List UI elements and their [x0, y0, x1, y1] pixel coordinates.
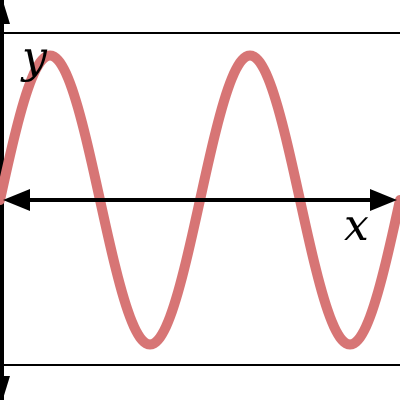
- x-axis-label: x: [344, 200, 369, 251]
- y-axis-label: y: [20, 32, 48, 83]
- y-axis-arrow-bottom: [0, 376, 10, 400]
- x-axis-arrow-right: [370, 189, 397, 211]
- y-axis-arrow-top: [0, 0, 10, 24]
- x-axis-arrow-left: [3, 189, 30, 211]
